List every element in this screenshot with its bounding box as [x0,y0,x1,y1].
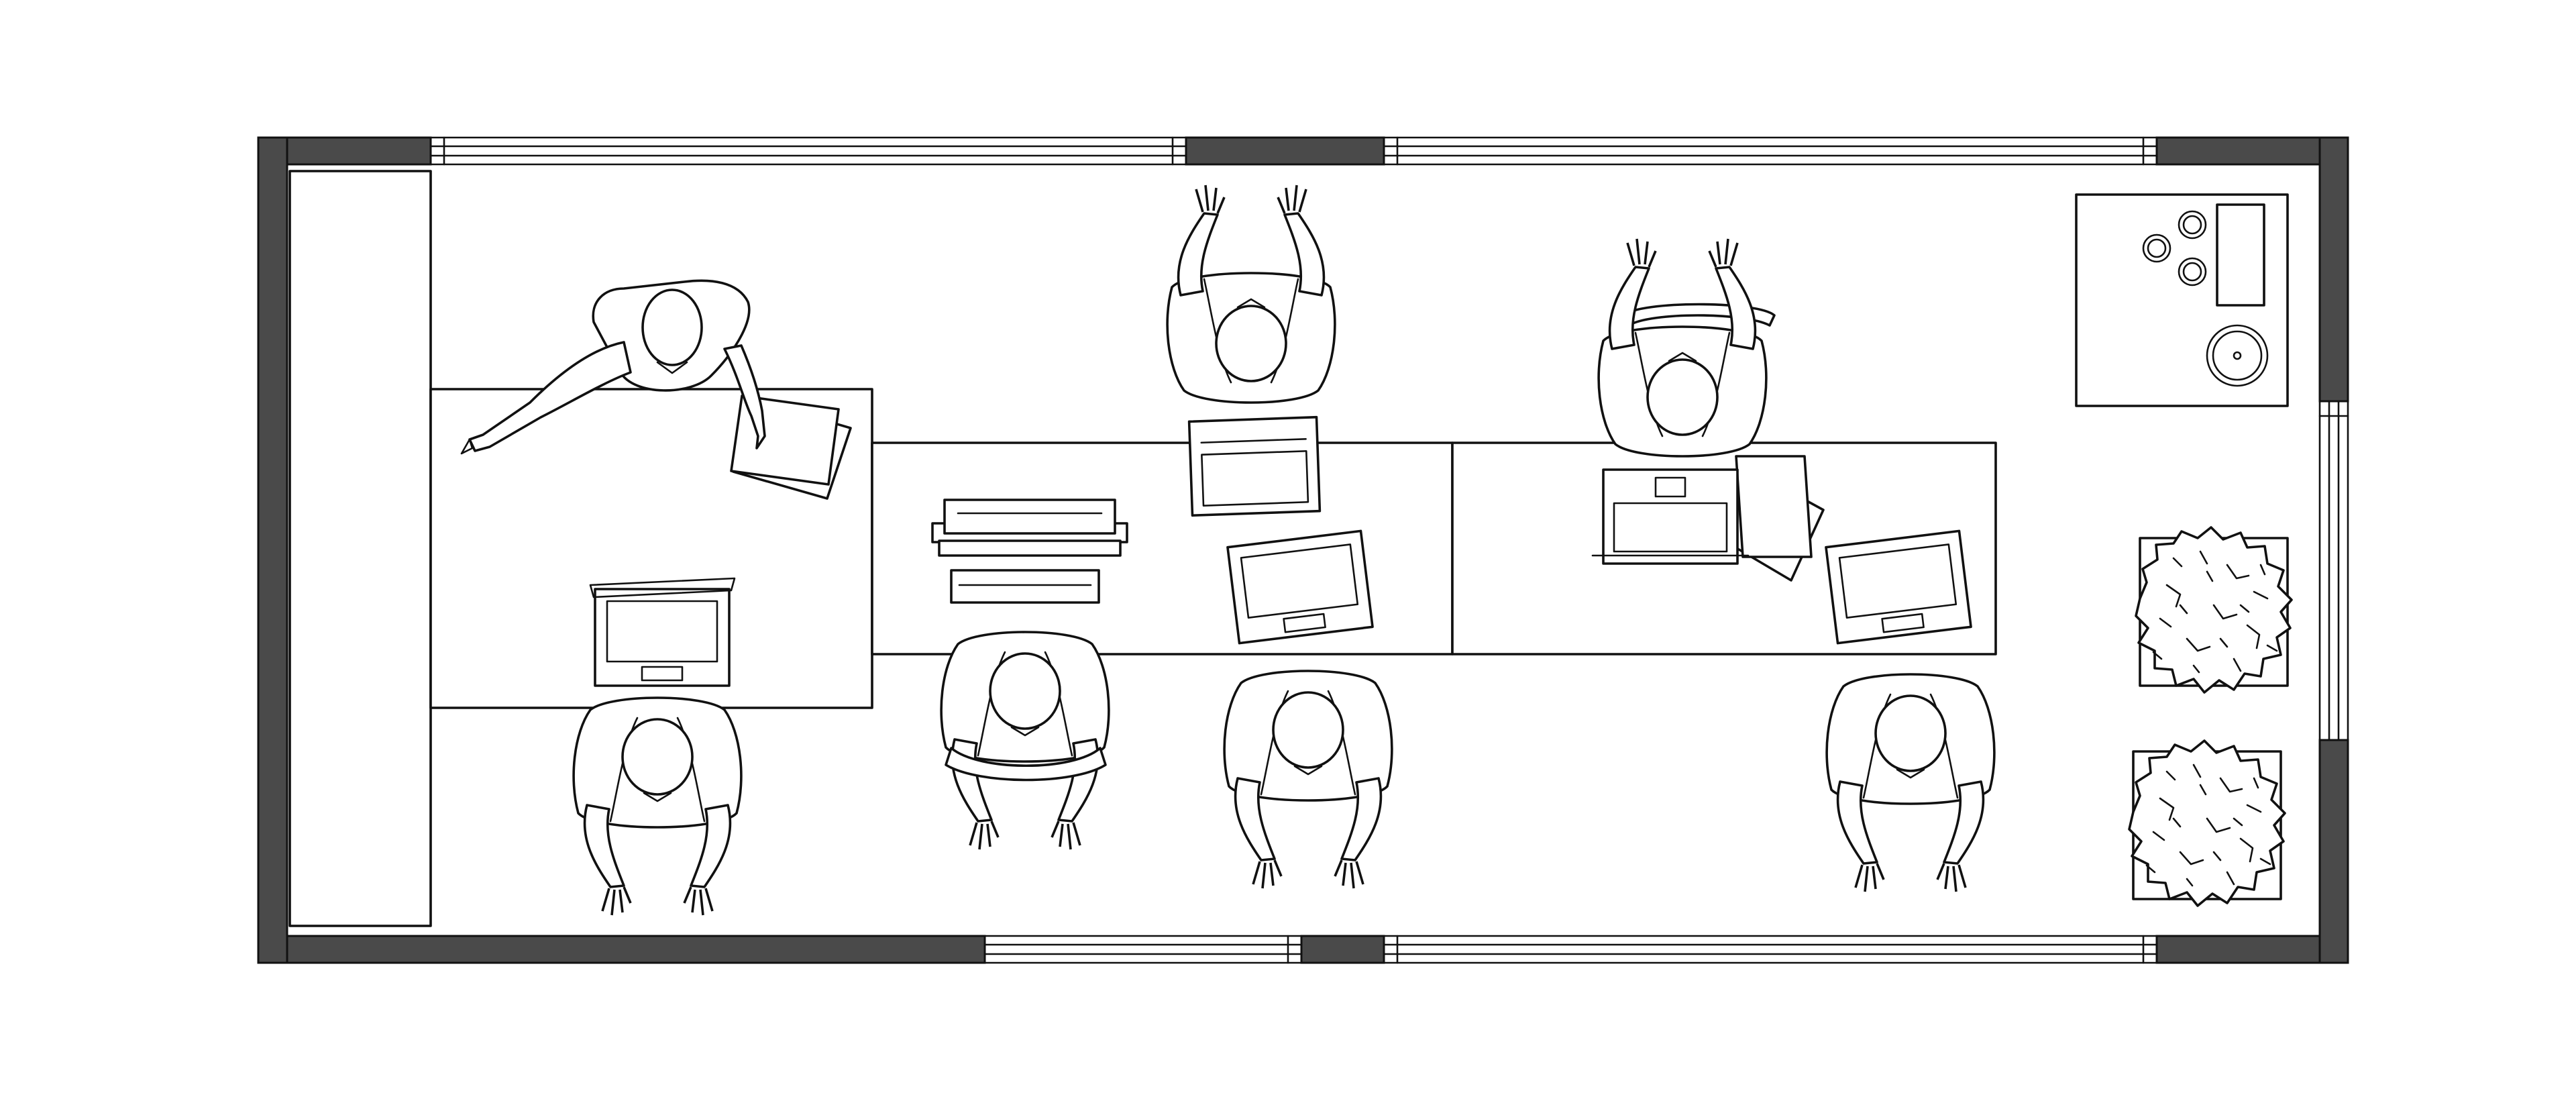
window-top-right [1383,136,2158,166]
wall-segment-left [257,136,288,964]
person-center-top [1166,184,1336,404]
person-left-bottom [572,577,743,916]
kitchenette [2075,193,2289,407]
wall-segment-right-upper [2318,136,2349,403]
window-bottom-center [983,935,1303,964]
window-right-side [2318,400,2349,741]
window-top-left [429,136,1187,166]
wall-segment-top-mid [1185,136,1385,166]
person-center-bottom-left [940,569,1110,851]
wall-segment-bottom-mid [1300,935,1385,964]
papers-right-desk [1716,455,1825,582]
burner-icon [2142,233,2171,263]
wall-segment-right-lower [2318,739,2349,964]
wall-segment-bottom-right [2155,935,2349,964]
built-in-bench [288,170,441,927]
person-right-top [1597,238,1776,458]
sink-icon [2206,324,2269,387]
wall-segment-bottom-left [257,935,986,964]
person-standing-pointing [460,279,766,455]
person-center-bottom-right [1223,529,1393,890]
planter-lower [2128,739,2286,907]
burner-icon [2178,257,2207,286]
laptop-right-top [1591,468,1750,565]
wall-segment-top-right [2155,136,2349,166]
printer [931,499,1128,557]
windows [429,136,2349,964]
planter-upper [2135,526,2293,694]
cooktop-panel [2216,203,2265,307]
burner-icon [2178,210,2207,240]
room-walls [257,136,2349,964]
window-bottom-right [1383,935,2158,964]
laptop-center-top [1187,415,1322,517]
